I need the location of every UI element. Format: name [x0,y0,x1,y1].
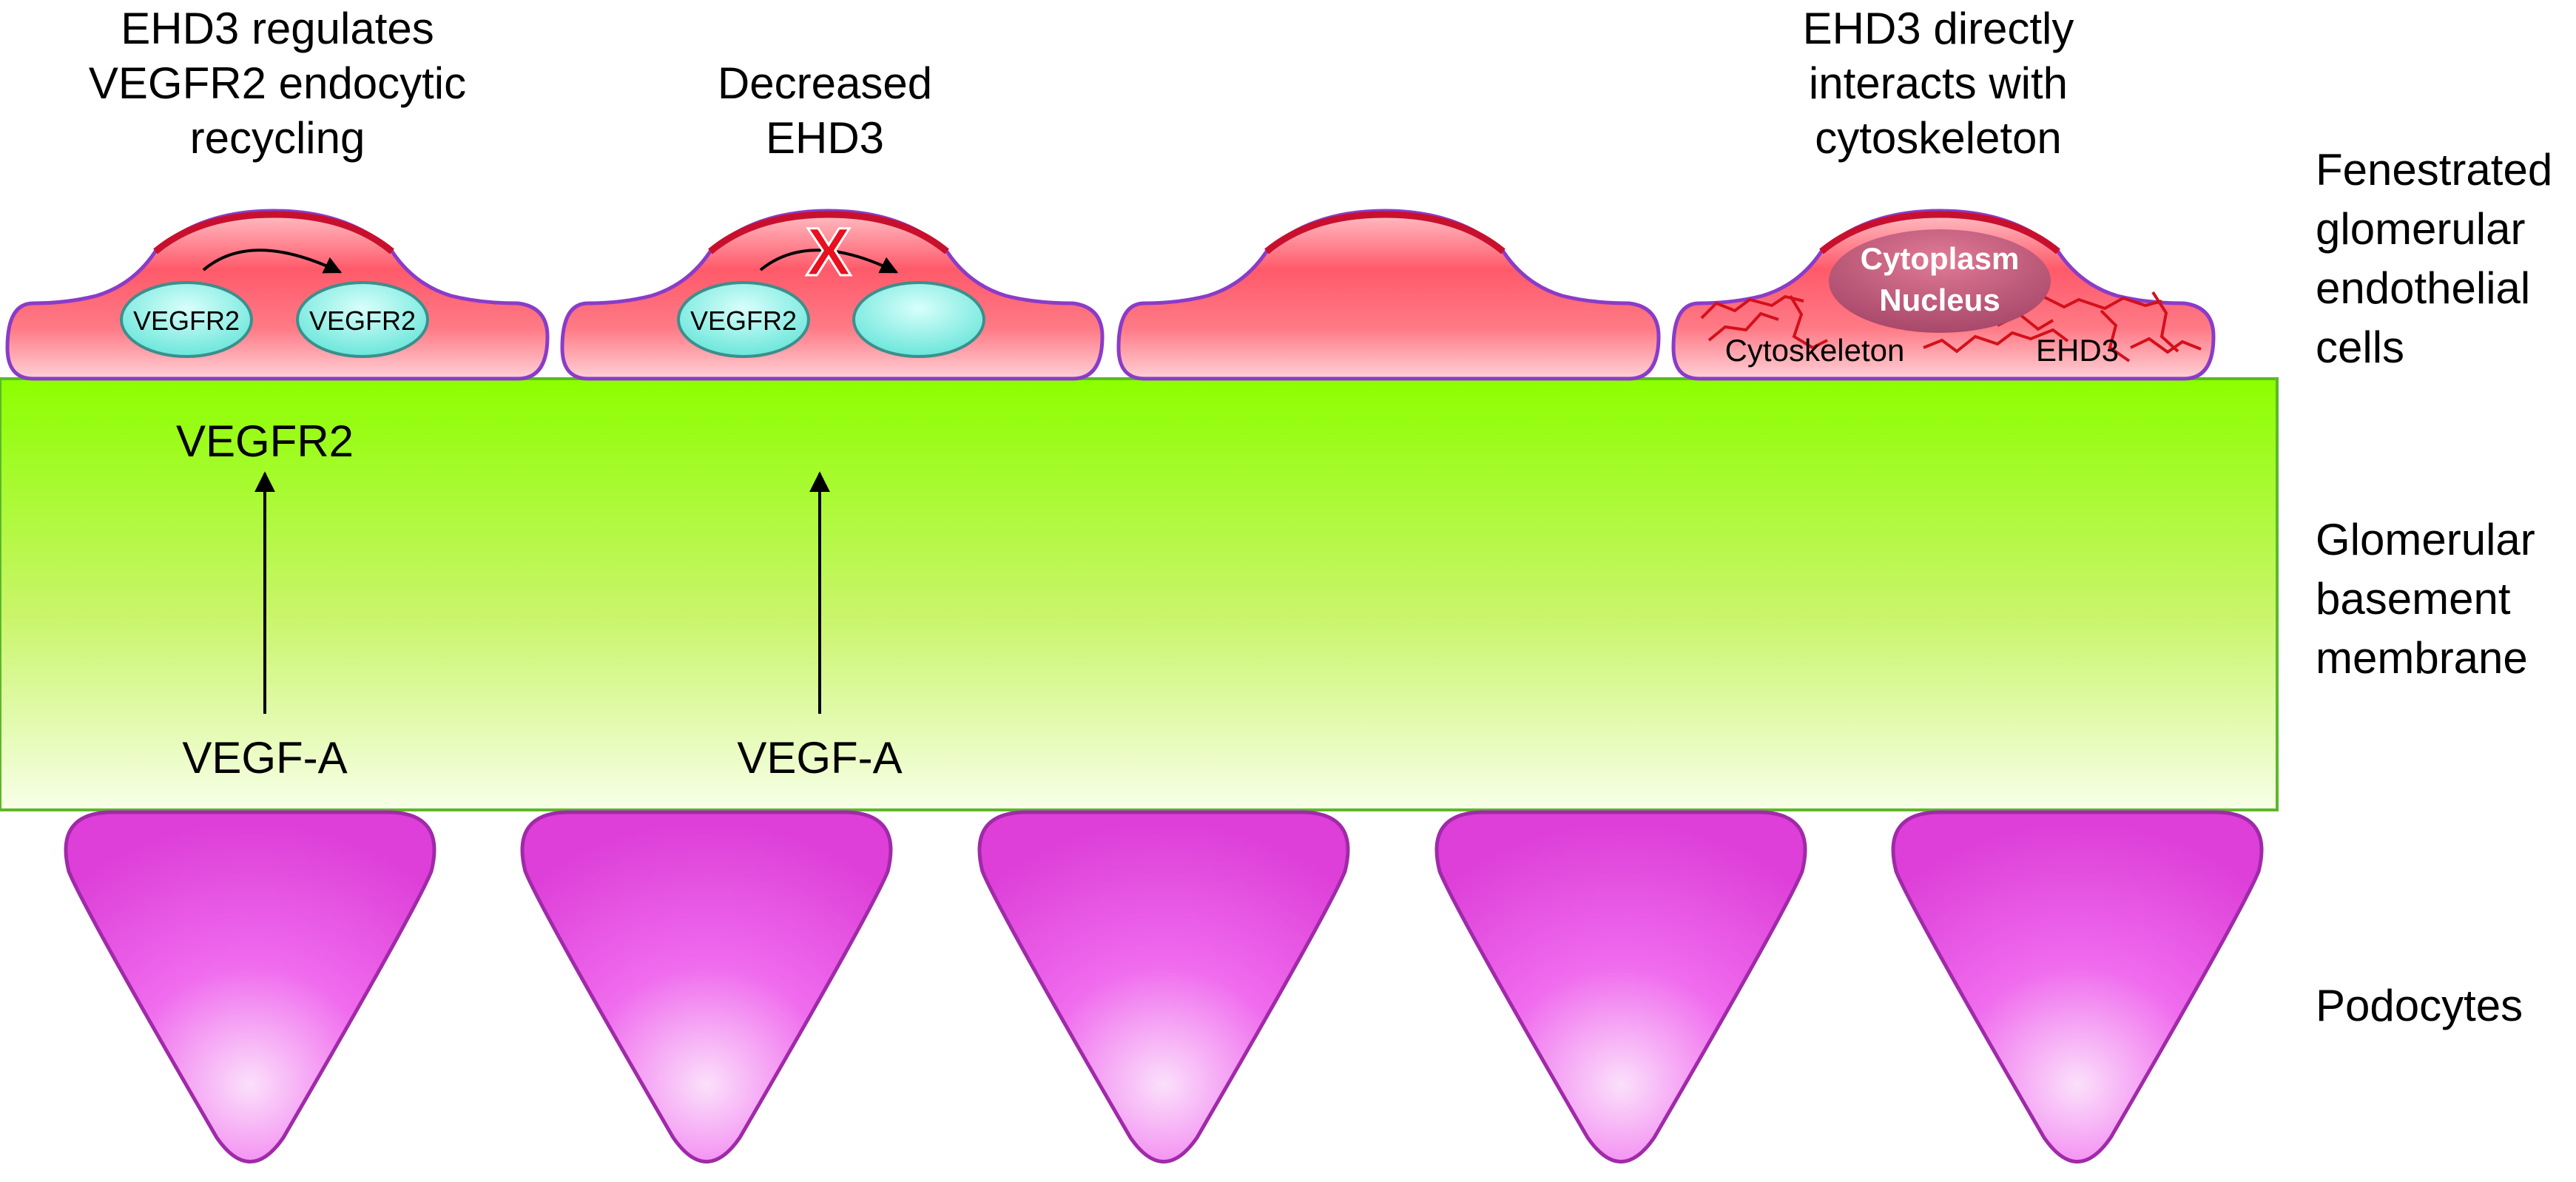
vesicle-empty-cell2 [852,281,985,358]
nucleus [1829,229,2051,333]
label-basement-membrane: Glomerular basement membrane [2316,515,2535,683]
vesicle-label-left: VEGFR2 [133,305,240,336]
vegf-a-label-2: VEGF-A [737,733,902,783]
blocked-recycling-arrow [759,249,899,274]
label-endothelial-cells: Fenestrated glomerular endothelial cells [2316,145,2553,372]
podocyte-1 [64,810,436,1164]
vegfr2-receptor-label: VEGFR2 [176,416,354,466]
title-cell-1: EHD3 regulates VEGFR2 endocytic recyclin… [88,4,467,163]
label-podocytes: Podocytes [2316,981,2523,1030]
recycling-arrow [202,249,343,274]
podocyte-3 [977,810,1350,1164]
podocyte-5 [1891,810,2264,1164]
endothelial-cell-3 [1116,209,1661,381]
block-x-mark: X [806,215,851,290]
vegf-a-label-1: VEGF-A [182,733,347,783]
vesicle-vegfr2-cell2 [677,281,810,358]
ehd3-label: EHD3 [2036,333,2119,368]
vesicle-vegfr2-right [296,281,429,358]
cytoskeleton-label: Cytoskeleton [1725,333,1905,368]
cytoplasm-label: Cytoplasm [1861,241,2020,276]
title-cell-4: EHD3 directly interacts with cytoskeleto… [1802,4,2074,163]
podocyte-4 [1434,810,1807,1164]
endothelial-cell-1 [5,209,550,381]
nucleus-label: Nucleus [1879,283,2000,317]
vesicle-vegfr2-left [120,281,253,358]
glomerular-basement-membrane [0,377,2279,811]
vesicle-label-right: VEGFR2 [309,305,416,336]
podocyte-2 [520,810,893,1164]
vesicle-label-cell2: VEGFR2 [690,305,797,336]
title-cell-2: Decreased EHD3 [717,58,933,163]
